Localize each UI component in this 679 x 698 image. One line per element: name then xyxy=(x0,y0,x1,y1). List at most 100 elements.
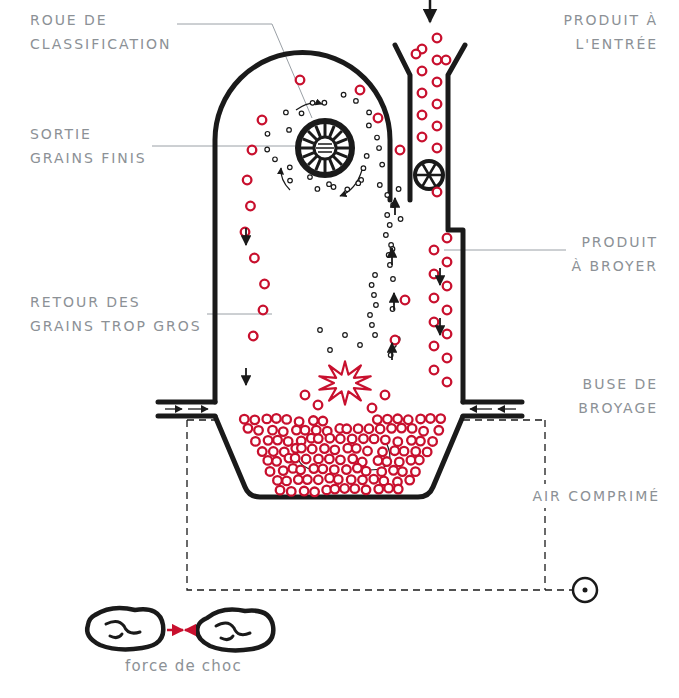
coarse-particle xyxy=(348,455,357,464)
hub-hatch xyxy=(316,144,334,152)
nozzle xyxy=(158,402,215,416)
fine-particle xyxy=(284,110,289,115)
air-arrow xyxy=(498,408,516,409)
coarse-particle xyxy=(264,436,273,445)
fine-particle xyxy=(384,233,389,238)
valve-body xyxy=(415,161,443,189)
swirl-arrows xyxy=(281,103,362,196)
coarse-particle xyxy=(369,475,378,484)
coarse-particle xyxy=(248,146,257,155)
fine-particle xyxy=(380,162,385,167)
particle-rock xyxy=(197,610,273,651)
coarse-particle xyxy=(250,416,259,425)
wheel-blade xyxy=(301,147,313,150)
wheel-blades xyxy=(301,124,349,172)
coarse-particle xyxy=(383,415,392,424)
coarse-particle xyxy=(276,486,285,495)
coarse-particle xyxy=(390,446,399,455)
fine-particle xyxy=(343,333,348,338)
impact-arrow xyxy=(185,629,196,632)
coarse-particle xyxy=(282,477,291,486)
coarse-particle xyxy=(433,56,442,65)
wheel-blade xyxy=(330,159,335,170)
fine-particle xyxy=(370,323,375,328)
fine-particle xyxy=(367,123,372,128)
coarse-particle xyxy=(433,188,442,197)
coarse-particle xyxy=(430,342,439,351)
coarse-particle xyxy=(398,467,407,476)
fine-particle xyxy=(287,128,292,133)
fine-particle xyxy=(341,92,346,97)
part-label: RETOUR DES GRAINS TROP GROS xyxy=(28,290,207,338)
coarse-particle xyxy=(411,467,420,476)
coarse-particle xyxy=(319,417,328,426)
impact-icon xyxy=(87,608,273,651)
wheel-rim xyxy=(298,121,352,175)
vessel-wall xyxy=(215,53,390,403)
fine-particle xyxy=(373,273,378,278)
coarse-particle xyxy=(433,122,442,131)
feed-pipe xyxy=(448,45,465,402)
coarse-particle xyxy=(418,111,427,120)
fine-particle xyxy=(327,182,332,187)
fine-particle xyxy=(315,187,320,192)
coarse-particle xyxy=(428,437,437,446)
flow-arrow xyxy=(245,228,247,245)
fine-particle xyxy=(345,187,350,192)
coarse-particle xyxy=(325,455,334,464)
valve-vanes xyxy=(415,163,443,187)
coarse-particle xyxy=(418,133,427,142)
coarse-particle xyxy=(350,484,359,493)
coarse-particle xyxy=(381,436,390,445)
fine-particle xyxy=(385,213,390,218)
fine-particle xyxy=(368,313,373,318)
rock-texture xyxy=(106,621,140,637)
fine-particle xyxy=(288,165,293,170)
coarse-particle xyxy=(342,465,351,474)
impact-arrow xyxy=(167,629,183,632)
fine-particle xyxy=(356,181,361,186)
coarse-particle xyxy=(423,448,432,457)
feed-arrow xyxy=(429,0,432,22)
fine-particle xyxy=(265,131,270,136)
coarse-particle xyxy=(314,401,323,410)
coarse-particle xyxy=(393,437,402,446)
coarse-particle xyxy=(356,86,365,95)
swirl-arrow xyxy=(296,103,322,110)
coarse-particle xyxy=(405,476,414,485)
coarse-particle xyxy=(268,426,277,435)
fine-particle xyxy=(391,277,396,282)
fine-particle xyxy=(331,185,336,190)
coarse-particle xyxy=(374,485,383,494)
coarse-particle xyxy=(291,454,300,463)
coarse-particle xyxy=(272,457,281,466)
coarse-particle xyxy=(330,446,339,455)
flow-arrow xyxy=(391,248,393,265)
fine-particle xyxy=(373,333,378,338)
coarse-particle xyxy=(443,234,452,243)
coarse-particle xyxy=(320,444,329,453)
classifier-wheel xyxy=(298,121,352,175)
fine-particle xyxy=(273,157,278,162)
coarse-particle xyxy=(246,202,255,211)
coarse-particle xyxy=(443,378,452,387)
part-label: AIR COMPRIMÉ xyxy=(527,484,662,508)
coarse-particle xyxy=(314,434,323,443)
coarse-particle xyxy=(400,447,409,456)
coarse-particle xyxy=(362,486,371,495)
coarse-particle xyxy=(436,414,445,423)
flow-arrows xyxy=(246,198,440,385)
coarse-particle xyxy=(282,415,291,424)
coarse-particle xyxy=(269,447,278,456)
coarse-particle xyxy=(412,50,421,59)
coarse-particle xyxy=(319,465,328,474)
air-arrow xyxy=(470,408,492,409)
coarse-particle xyxy=(383,457,392,466)
flow-arrow xyxy=(245,368,247,385)
air-arrow xyxy=(165,408,182,409)
coarse-particle xyxy=(389,466,398,475)
coarse-particle xyxy=(393,415,402,424)
coarse-particle xyxy=(297,444,306,453)
fine-particle xyxy=(385,193,390,198)
fine-particle xyxy=(398,217,403,222)
